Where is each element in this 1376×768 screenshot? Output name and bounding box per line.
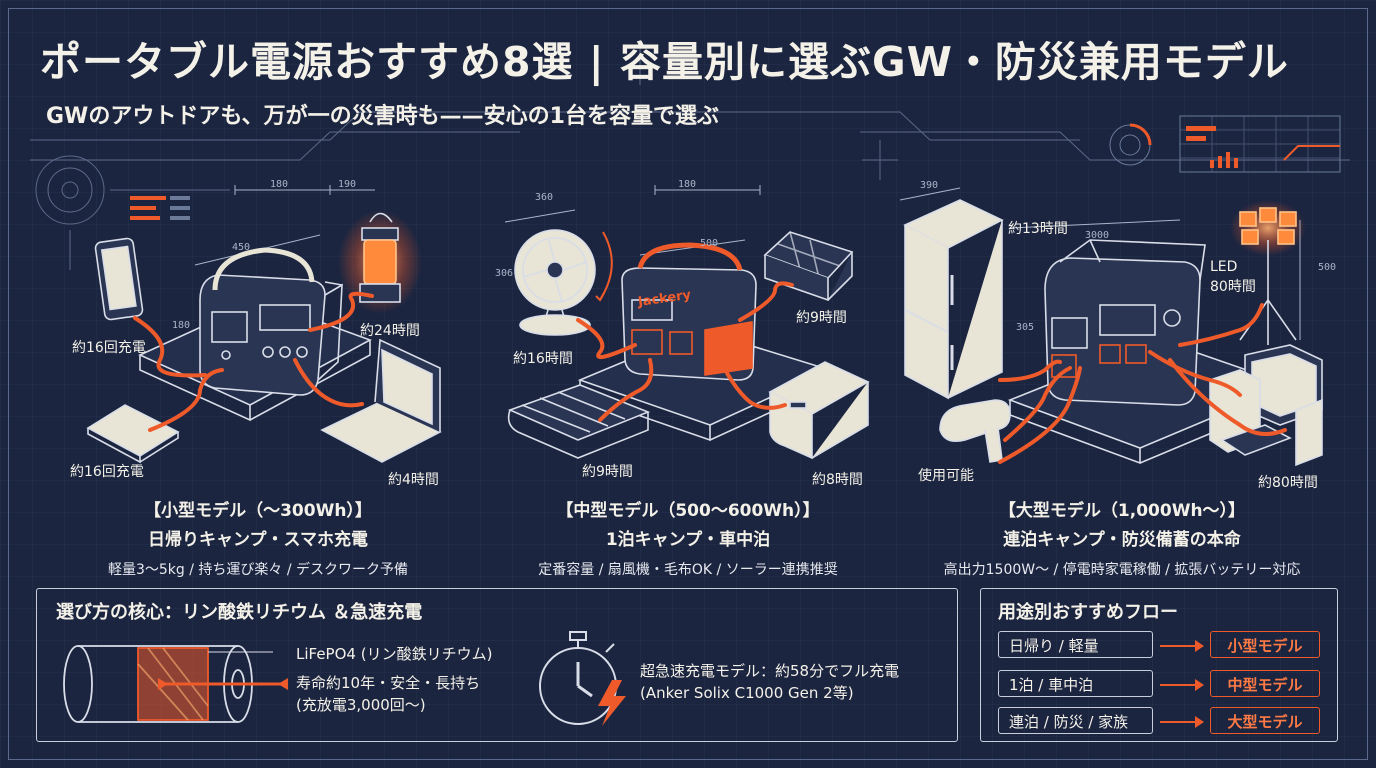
small-phone-top-label: 約16回充電 [72,340,146,356]
flow-use-box: 日帰り / 軽量 [998,631,1153,658]
core-panel [36,588,958,742]
outer-frame [8,8,1368,760]
medium-model-heading: 【中型モデル（500～600Wh）】 [556,501,820,521]
page-subtitle: GWのアウトドアも、万が一の災害時も——安心の1台を容量で選ぶ [46,104,719,129]
small-model-caption: 【小型モデル（～300Wh）】 日帰りキャンプ・スマホ充電 軽量3～5kg / … [48,496,468,579]
medium-model-illustration [504,185,870,460]
small-model-use: 日帰りキャンプ・スマホ充電 [148,530,368,550]
large-model-caption: 【大型モデル（1,000Wh～）】 連泊キャンプ・防災備蓄の本命 高出力1500… [912,496,1332,579]
dim-label: 500 [1318,262,1337,273]
small-phone-bottom-label: 約16回充電 [70,464,144,480]
small-model-heading: 【小型モデル（～300Wh）】 [144,501,372,521]
large-model-heading: 【大型モデル（1,000Wh～）】 [998,501,1246,521]
dim-label: 450 [232,242,251,253]
flow-result-small: 小型モデル [1210,631,1320,658]
large-pc-label: 約80時間 [1258,475,1318,491]
large-fridge-label: 約13時間 [1008,221,1068,237]
small-lantern-label: 約24時間 [360,323,420,339]
dim-label: 306 [495,268,514,279]
flow-arrow [1160,716,1204,728]
core-panel-title: 選び方の核心：リン酸鉄リチウム ＆急速充電 [56,602,423,623]
medium-cooler-label: 約8時間 [812,472,863,488]
flow-panel-title: 用途別おすすめフロー [998,602,1178,623]
dim-label: 180 [678,179,697,190]
flow-result-medium: 中型モデル [1210,670,1320,697]
product-illustrations: Jackery [86,185,1323,467]
dim-label: 180 [270,179,289,190]
dim-label: 305 [1016,322,1035,333]
medium-model-features: 定番容量 / 扇風機・毛布OK / ソーラー連携推奨 [538,562,838,578]
large-model-features: 高出力1500W～ / 停電時家電稼働 / 拡張バッテリー対応 [943,562,1301,578]
medium-model-caption: 【中型モデル（500～600Wh）】 1泊キャンプ・車中泊 定番容量 / 扇風機… [478,496,898,579]
dim-label: 180 [172,320,191,331]
dim-label: 390 [920,180,939,191]
dim-label: 190 [338,179,357,190]
small-laptop-label: 約4時間 [388,472,439,488]
small-model-features: 軽量3～5kg / 持ち運び楽々 / デスクワーク予備 [107,562,409,578]
small-model-illustration [86,185,442,464]
flow-arrow [1160,679,1204,691]
medium-blanket-label: 約9時間 [582,464,633,480]
dim-label: 3000 [1085,230,1110,241]
battery-type-label: LiFePO4 (リン酸鉄リチウム) [296,645,493,663]
large-model-illustration [899,187,1323,467]
medium-fan-label: 約16時間 [513,351,573,367]
medium-model-use: 1泊キャンプ・車中泊 [605,530,771,550]
fast-charge-line-1: 超急速充電モデル：約58分でフル充電 [640,662,900,680]
large-model-use: 連泊キャンプ・防災備蓄の本命 [1003,530,1241,550]
fast-charge-line-2: (Anker Solix C1000 Gen 2等) [640,684,854,702]
battery-benefit-1: 寿命約10年・安全・長持ち [296,674,481,692]
battery-icon [63,645,288,723]
flow-use-box: 連泊 / 防災 / 家族 [998,707,1153,734]
medium-panel-label: 約9時間 [796,310,847,326]
flow-panel [980,588,1338,742]
flow-arrow [1160,640,1204,652]
battery-benefit-2: (充放電3,000回～) [296,696,426,714]
flow-use-box: 1泊 / 車中泊 [998,670,1153,697]
dim-label: 360 [535,192,554,203]
page-title: ポータブル電源おすすめ8選 | 容量別に選ぶGW・防災兼用モデル [40,38,1289,86]
large-led-label: LED 80時間 [1210,259,1256,295]
stopwatch-lightning-icon [539,631,626,726]
flow-result-large: 大型モデル [1210,707,1320,734]
dim-label: 500 [700,238,719,249]
large-dryer-label: 使用可能 [918,468,974,484]
